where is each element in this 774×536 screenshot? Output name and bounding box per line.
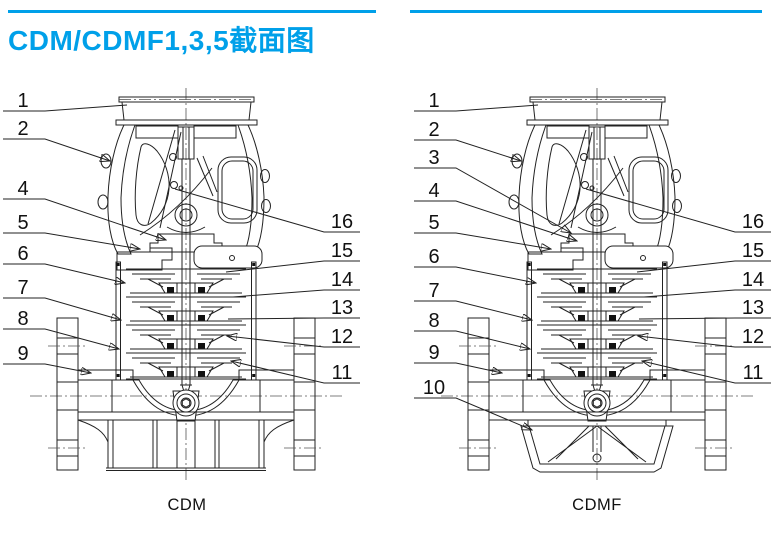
motor-stool: [97, 124, 271, 255]
callout-number: 11: [332, 362, 353, 384]
callout-number: 9: [428, 342, 439, 364]
callout-number: 9: [17, 343, 28, 365]
outer-sleeve-left: [115, 261, 121, 381]
callout-number: 12: [742, 326, 764, 348]
callout-number: 5: [428, 212, 439, 234]
stool-window-left: [134, 143, 170, 226]
callout-number: 8: [17, 308, 28, 330]
callout-number: 15: [331, 240, 353, 262]
funnel-vanes: [547, 425, 647, 463]
callout-number: 13: [742, 297, 764, 319]
pump-body-cdmf: [441, 88, 753, 480]
callout-number: 16: [742, 211, 764, 233]
cdmf-funnel-base: [520, 419, 674, 473]
outer-sleeve-right: [251, 261, 257, 381]
diagram-caption-cdm: CDM: [167, 496, 206, 514]
callout-number: 11: [743, 362, 764, 384]
cdm-foot-block: [77, 419, 295, 471]
stool-window-right: [217, 156, 258, 224]
callout-number: 3: [428, 147, 439, 169]
accent-rule-right: [410, 10, 762, 13]
accent-rule-left: [8, 10, 376, 13]
callout-number: 14: [742, 269, 764, 291]
suction-dome: [132, 379, 240, 417]
cdmf-callouts: 1 2 3 4 5 6 7 8 9 10 16 15 14 13 12 11: [423, 90, 764, 399]
callout-number: 1: [428, 90, 439, 112]
callout-number: 12: [331, 326, 353, 348]
callout-number: 13: [331, 297, 353, 319]
motor-flange: [115, 96, 258, 126]
callout-number: 2: [428, 119, 439, 141]
cdm-callout-leaders: [3, 104, 360, 384]
pump-head: [116, 245, 263, 271]
cdm-callouts: 1 2 4 5 6 7 8 9 16 15 14 13 12 11: [17, 90, 353, 384]
callout-number: 10: [423, 377, 445, 399]
callout-number: 2: [17, 118, 28, 140]
callout-number: 5: [17, 212, 28, 234]
callout-number: 4: [428, 180, 439, 202]
callout-number: 6: [428, 246, 439, 268]
callout-number: 14: [331, 269, 353, 291]
callout-number: 7: [17, 277, 28, 299]
cdmf-callout-leaders: [414, 104, 771, 430]
callout-number: 15: [742, 240, 764, 262]
flange-left: [48, 317, 88, 471]
callout-number: 16: [331, 211, 353, 233]
mechanical-seal: [174, 203, 198, 227]
page-title: CDM/CDMF1,3,5截面图: [8, 25, 315, 56]
flange-right: [284, 317, 324, 471]
coupling: [177, 126, 195, 160]
diagram-caption-cdmf: CDMF: [572, 496, 622, 514]
callout-number: 8: [428, 310, 439, 332]
callout-number: 6: [17, 243, 28, 265]
callout-number: 4: [17, 178, 28, 200]
callout-number: 7: [428, 280, 439, 302]
pump-body: [30, 88, 342, 480]
callout-number: 1: [17, 90, 28, 112]
